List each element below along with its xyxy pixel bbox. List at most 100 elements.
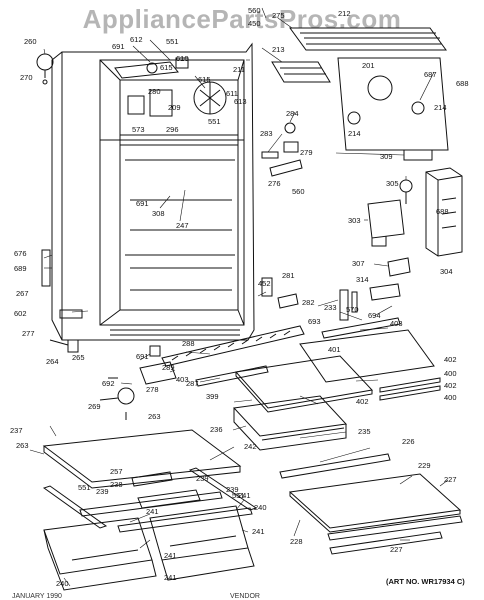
part-label-691b: 691 xyxy=(136,199,149,208)
part-label-240: 240 xyxy=(254,503,267,512)
part-label-308: 308 xyxy=(152,209,165,218)
part-label-693: 693 xyxy=(308,317,321,326)
part-label-279: 279 xyxy=(300,148,313,157)
part-label-551: 551 xyxy=(166,37,179,46)
part-label-278: 278 xyxy=(146,385,159,394)
part-label-235: 235 xyxy=(358,427,371,436)
glass-shelves xyxy=(235,329,441,413)
part-label-692: 692 xyxy=(102,379,115,388)
part-label-241b: 241 xyxy=(146,507,159,516)
part-label-304: 304 xyxy=(440,267,453,276)
part-label-276: 276 xyxy=(268,179,281,188)
part-label-402: 402 xyxy=(444,355,457,364)
part-label-399: 399 xyxy=(206,392,219,401)
rating-label xyxy=(403,149,433,161)
part-label-570: 570 xyxy=(346,305,359,314)
refrigerator-cabinet xyxy=(51,42,255,341)
part-label-403: 403 xyxy=(390,319,403,328)
part-label-240b: 240 xyxy=(56,579,69,588)
part-label-611: 611 xyxy=(226,89,238,98)
part-label-241d: 241 xyxy=(164,551,177,560)
part-label-400b: 400 xyxy=(444,393,457,402)
part-label-551c: 551 xyxy=(78,483,91,492)
part-label-233: 233 xyxy=(324,303,337,312)
part-label-560: 560 xyxy=(248,6,261,15)
part-label-209: 209 xyxy=(168,103,181,112)
part-label-226: 226 xyxy=(402,437,415,446)
part-label-602: 602 xyxy=(14,309,27,318)
art-number: (ART NO. WR17934 C) xyxy=(386,577,465,586)
footer-date: JANUARY 1990 xyxy=(12,593,62,600)
air-damper xyxy=(367,199,405,247)
part-label-309: 309 xyxy=(380,152,393,161)
control-housing xyxy=(425,167,463,257)
part-label-676: 676 xyxy=(14,249,27,258)
part-label-241: 241 xyxy=(238,491,251,500)
part-label-452: 452 xyxy=(258,279,271,288)
part-label-573: 573 xyxy=(132,125,145,134)
part-label-241c: 241 xyxy=(252,527,265,536)
part-label-615: 615 xyxy=(160,63,173,72)
part-label-277: 277 xyxy=(22,329,35,338)
part-label-211: 211 xyxy=(233,65,245,74)
part-label-242: 242 xyxy=(244,442,257,451)
part-label-283: 283 xyxy=(260,129,273,138)
part-label-691c: 691 xyxy=(136,352,149,361)
ice-tray xyxy=(271,61,331,83)
part-label-615b: 615 xyxy=(198,75,211,84)
thermostat-dial xyxy=(399,179,413,204)
part-label-241e: 241 xyxy=(164,573,177,582)
part-label-269: 269 xyxy=(88,402,101,411)
part-label-270: 270 xyxy=(20,73,33,82)
part-label-263: 263 xyxy=(148,412,161,421)
part-label-450: 450 xyxy=(248,19,261,28)
part-label-687: 687 xyxy=(424,70,437,79)
roller-parts xyxy=(99,345,177,420)
part-label-688: 688 xyxy=(456,79,469,88)
shelf-trim-403 xyxy=(321,317,401,339)
part-label-236: 236 xyxy=(210,425,223,434)
part-label-403b: 403 xyxy=(176,375,189,384)
damper-parts xyxy=(261,122,303,177)
part-label-288: 288 xyxy=(182,339,195,348)
part-label-267: 267 xyxy=(16,289,29,298)
part-label-239b: 239 xyxy=(196,474,209,483)
part-label-401: 401 xyxy=(328,345,341,354)
footer-vendor: VENDOR xyxy=(230,593,260,600)
part-label-296: 296 xyxy=(166,125,179,134)
part-label-281: 281 xyxy=(282,271,295,280)
control-knob xyxy=(36,53,54,85)
part-label-239: 239 xyxy=(96,487,109,496)
part-label-694: 694 xyxy=(368,311,381,320)
crisper-drawers xyxy=(43,505,255,591)
part-label-263b: 263 xyxy=(16,441,29,450)
part-label-402c: 402 xyxy=(356,397,369,406)
part-label-247: 247 xyxy=(176,221,189,230)
part-label-402b: 402 xyxy=(444,381,457,390)
part-label-201: 201 xyxy=(362,61,375,70)
bottom-glass-shelf xyxy=(279,453,463,555)
rear-panel xyxy=(337,57,449,151)
crisper-cover xyxy=(42,429,242,489)
part-label-239c: 239 xyxy=(226,485,239,494)
watermark: AppliancePartsPros.com xyxy=(82,4,402,34)
part-label-257: 257 xyxy=(110,467,123,476)
part-label-688b: 688 xyxy=(436,207,449,216)
part-label-689: 689 xyxy=(14,264,27,273)
freezer-shelf-rack xyxy=(289,27,447,51)
part-label-551d: 551 xyxy=(232,491,245,500)
part-label-287: 287 xyxy=(186,379,199,388)
part-label-289: 289 xyxy=(162,363,175,372)
meat-drawer xyxy=(232,395,348,451)
part-label-551b: 551 xyxy=(208,117,221,126)
part-label-275: 275 xyxy=(272,11,285,20)
part-label-214b: 214 xyxy=(348,129,361,138)
part-label-560b: 560 xyxy=(292,187,305,196)
part-label-612: 612 xyxy=(130,35,143,44)
part-label-227: 227 xyxy=(444,475,457,484)
part-label-260: 260 xyxy=(24,37,37,46)
part-label-314: 314 xyxy=(356,275,369,284)
shelf-supports xyxy=(261,277,358,321)
part-label-214: 214 xyxy=(434,103,447,112)
part-label-212: 212 xyxy=(338,9,351,18)
